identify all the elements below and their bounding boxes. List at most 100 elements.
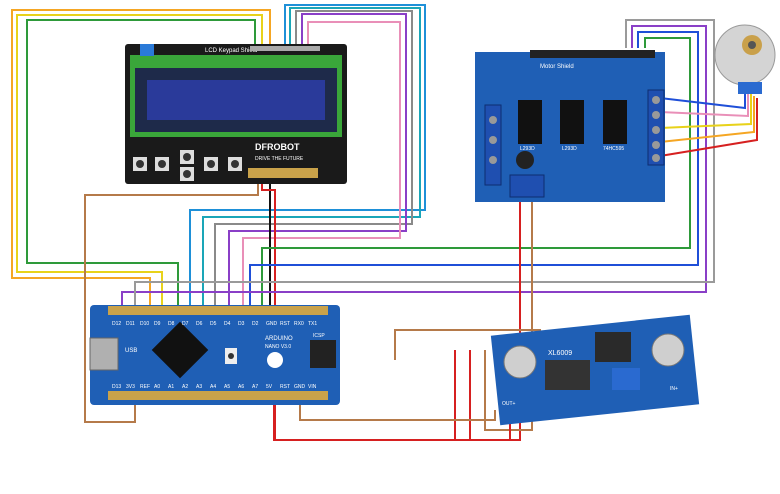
pin-gnd-bottom: GND	[294, 384, 306, 390]
arduino-nano: USB ARDUINO NANO V3.0 ICSP D12 D11 D10 D…	[89, 305, 340, 405]
nano-board	[90, 305, 340, 405]
lcd-tagline: DRIVE THE FUTURE	[255, 156, 304, 162]
nano-usb-label: USB	[125, 348, 137, 354]
pin-ref: REF	[140, 384, 150, 390]
nano-bottom-pin-labels: D13 3V3 REF A0 A1 A2 A3 A4 A5 A6 A7 5V R…	[112, 384, 317, 390]
terminal-power	[509, 174, 545, 198]
buck-out-label: OUT+	[502, 401, 516, 407]
pin-d10: D10	[140, 321, 149, 327]
pin-a0: A0	[154, 384, 160, 390]
wire-green-lcd	[26, 19, 256, 315]
nano-icsp-label: ICSP	[313, 333, 325, 339]
wire-stepper-pink	[659, 92, 749, 118]
wire-orange	[11, 9, 271, 315]
ic-3	[603, 100, 627, 144]
wire-teal	[202, 7, 421, 315]
stepper-body	[714, 24, 776, 86]
wire-gray	[214, 10, 413, 315]
pin-d8: D8	[168, 321, 175, 327]
wire-brown-ms	[484, 195, 533, 431]
wire-stepper-blue	[659, 90, 746, 110]
pin-d9: D9	[154, 321, 161, 327]
pin-vin: VIN	[308, 384, 317, 390]
pin-d4: D4	[224, 321, 231, 327]
stepper-shaft	[748, 41, 756, 49]
wire-gray-ms	[134, 19, 715, 315]
ic-2	[560, 100, 584, 144]
pin-d12: D12	[112, 321, 121, 327]
wire-stepper-red	[659, 98, 758, 157]
lcd-title: LCD Keypad Shield	[205, 48, 257, 54]
pin-a7: A7	[252, 384, 258, 390]
wire-brown-nano-buck	[299, 400, 496, 421]
capacitor	[516, 151, 534, 169]
motor-shield: L293D L293D 74HC595 Motor Shield	[475, 50, 665, 202]
buck-board	[490, 314, 700, 426]
wire-green-ms	[261, 37, 691, 315]
pin-d3: D3	[238, 321, 245, 327]
nano-title: ARDUINO	[265, 336, 293, 342]
wire-stepper-orange	[659, 96, 755, 143]
pin-a6: A6	[238, 384, 244, 390]
ic-1-label: L293D	[520, 146, 535, 152]
pin-d11: D11	[126, 321, 135, 327]
buck-pot	[612, 368, 640, 390]
buck-converter: XL6009 OUT+ IN+	[490, 314, 700, 426]
pin-rst-bottom: RST	[280, 384, 290, 390]
pin-gnd-top: GND	[266, 321, 278, 327]
pin-a4: A4	[210, 384, 216, 390]
nano-usb	[89, 337, 119, 371]
lcd-pot	[140, 44, 154, 56]
pin-d2: D2	[252, 321, 259, 327]
motor-shield-header	[530, 50, 655, 58]
nano-bottom-header	[108, 391, 328, 400]
pin-a2: A2	[182, 384, 188, 390]
wire-stepper-yellow	[659, 94, 752, 129]
nano-top-pin-labels: D12 D11 D10 D9 D8 D7 D6 D5 D4 D3 D2 GND …	[112, 321, 317, 327]
buck-in-label: IN+	[670, 386, 678, 392]
motor-shield-title: Motor Shield	[540, 64, 574, 70]
pin-a5: A5	[224, 384, 230, 390]
wires	[11, 4, 758, 441]
stepper-connector	[738, 82, 762, 94]
lcd-buttons	[133, 150, 242, 181]
pin-a3: A3	[196, 384, 202, 390]
lcd-screen	[147, 80, 325, 120]
ic-2-label: L293D	[562, 146, 577, 152]
pin-d13: D13	[112, 384, 121, 390]
wire-blue-lcd	[189, 4, 426, 315]
pin-d5: D5	[210, 321, 217, 327]
pin-rx0: RX0	[294, 321, 304, 327]
buck-title: XL6009	[548, 350, 572, 357]
nano-version: NANO V3.0	[265, 344, 291, 350]
lcd-brand: DFROBOT	[255, 142, 300, 152]
nano-top-header	[108, 306, 328, 315]
pin-5v: 5V	[266, 384, 273, 390]
wire-purple-ms	[121, 25, 707, 315]
buck-cap-right	[651, 333, 685, 367]
pin-d6: D6	[196, 321, 203, 327]
nano-icsp	[310, 340, 336, 368]
wire-brown-lcd	[84, 170, 259, 423]
wire-yellow	[16, 14, 263, 315]
lcd-header-pins	[250, 46, 320, 51]
pin-rst-top: RST	[280, 321, 290, 327]
nano-logo	[267, 352, 283, 368]
stepper-motor	[714, 24, 776, 94]
wire-blue-ms	[249, 31, 699, 315]
buck-cap-left	[503, 345, 537, 379]
wire-purple-lcd	[228, 13, 407, 315]
buck-ic	[545, 360, 590, 390]
ic-3-label: 74HC595	[603, 146, 624, 152]
ic-1	[518, 100, 542, 144]
pin-tx1: TX1	[308, 321, 317, 327]
pin-d7: D7	[182, 321, 189, 327]
buck-inductor	[595, 332, 631, 362]
lcd-keypad-shield: LCD Keypad Shield DFROBOT DRIVE THE FUTU…	[125, 44, 347, 184]
lcd-bottom-header	[248, 168, 318, 178]
wire-pink	[242, 21, 401, 315]
pin-a1: A1	[168, 384, 174, 390]
pin-3v3: 3V3	[126, 384, 135, 390]
terminal-left	[484, 104, 502, 186]
